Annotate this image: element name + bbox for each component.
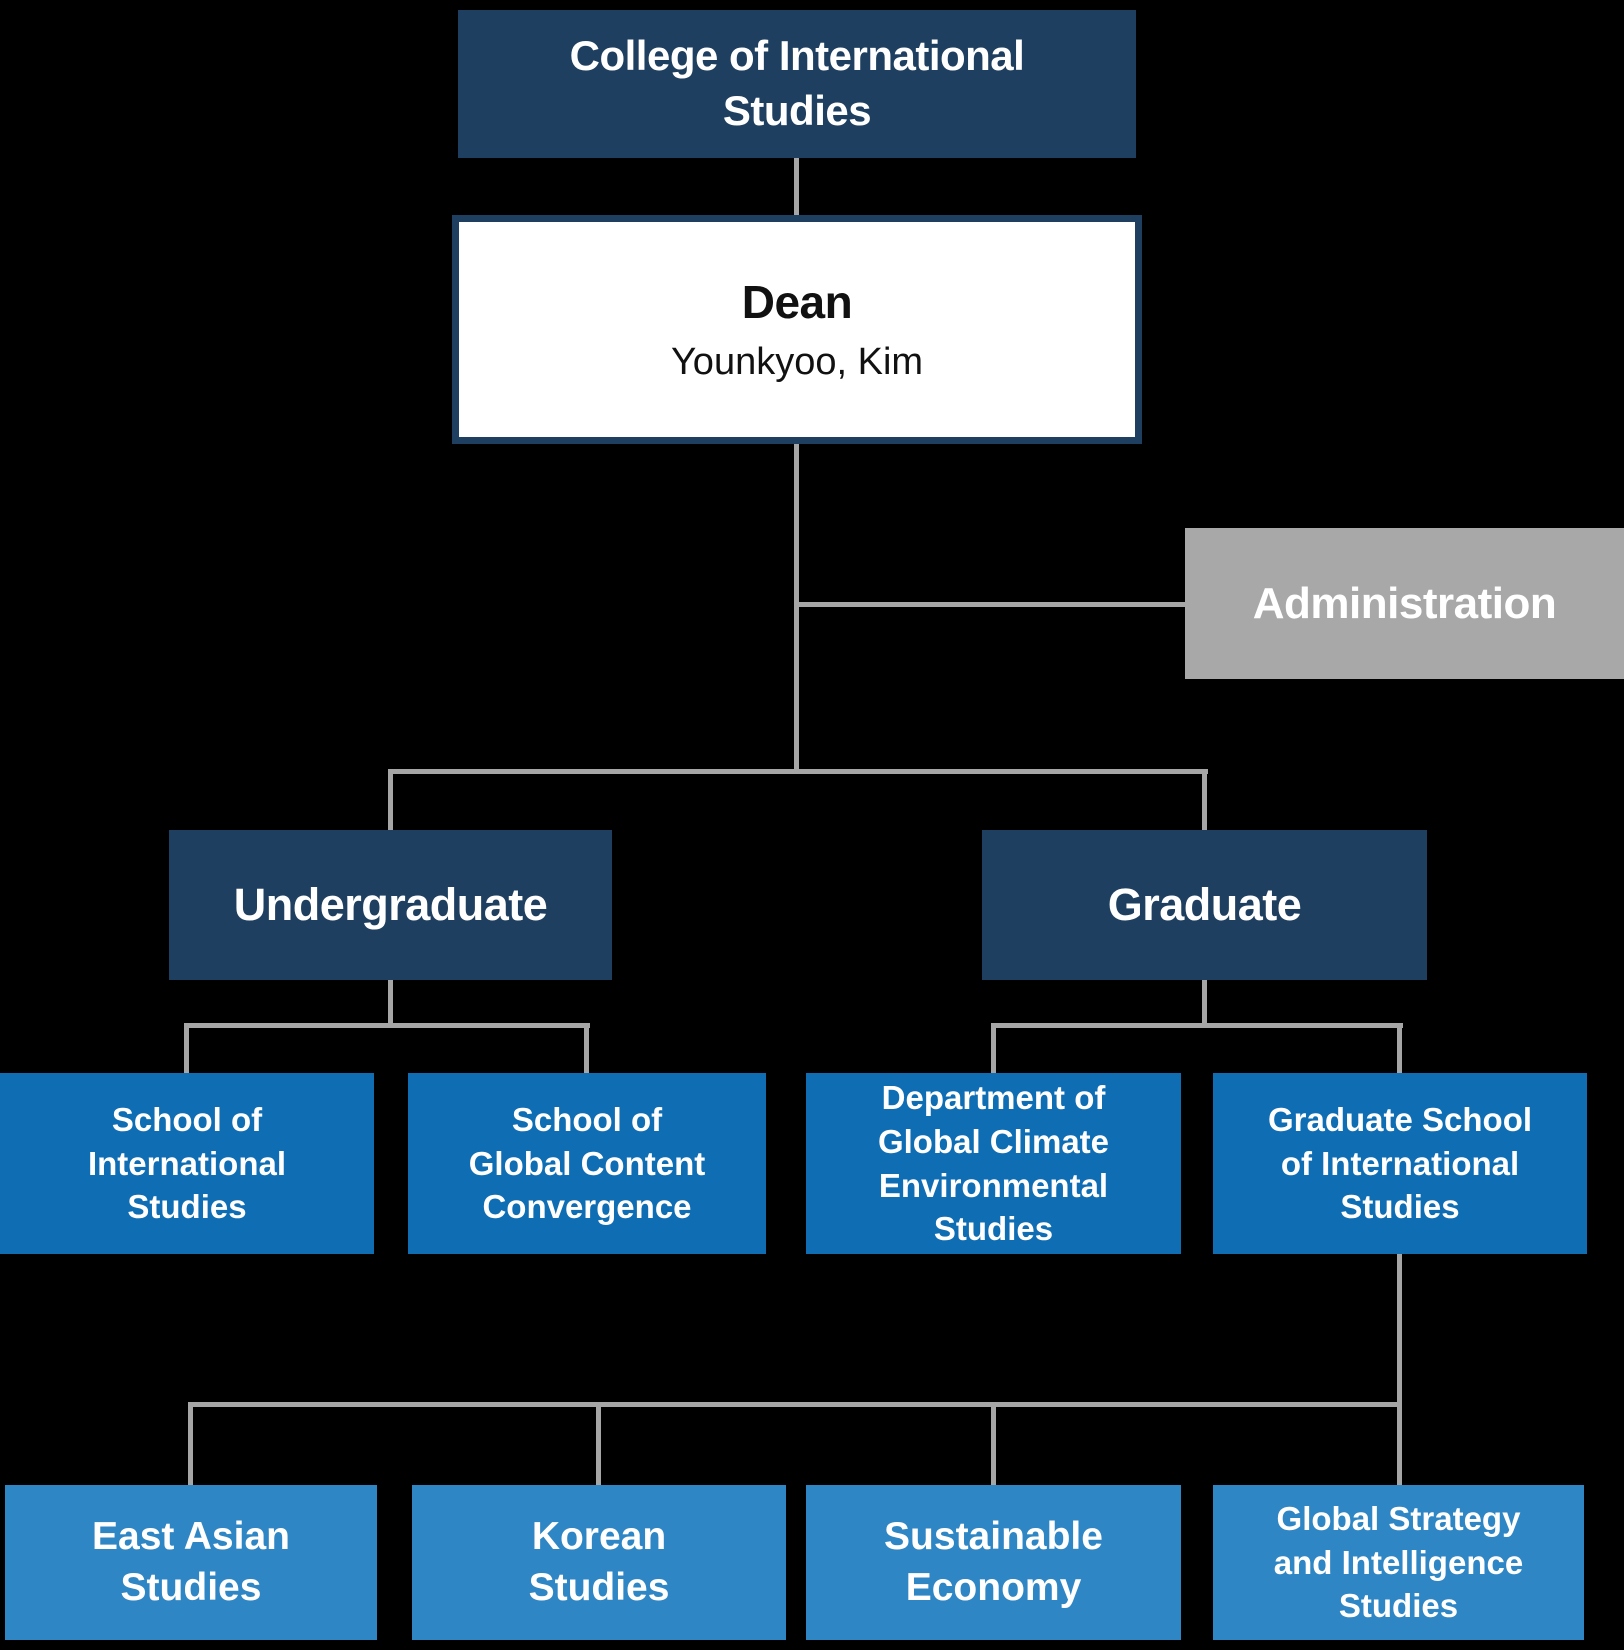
node-graduate-label: Graduate xyxy=(1107,879,1302,930)
node-dean-title: Dean xyxy=(741,276,853,328)
node-administration-label: Administration xyxy=(1252,578,1557,628)
node-graduate-school-international-studies: Graduate School of International Studies xyxy=(1213,1073,1587,1254)
connector-undergraduate-down xyxy=(388,980,393,1028)
node-college: College of International Studies xyxy=(458,10,1136,158)
connector-college-dean xyxy=(794,158,799,215)
connector-stub-undergraduate xyxy=(388,769,393,830)
node-undergraduate: Undergraduate xyxy=(169,830,612,980)
connector-branch-row4 xyxy=(188,1402,1402,1407)
node-korean-studies-label: Korean Studies xyxy=(528,1514,670,1609)
node-dean: Dean Younkyoo, Kim xyxy=(452,215,1142,444)
node-global-strategy-intelligence-studies: Global Strategy and Intelligence Studies xyxy=(1213,1485,1584,1640)
node-dept-global-climate-environmental-studies: Department of Global Climate Environment… xyxy=(806,1073,1181,1254)
connector-dean-branch xyxy=(794,444,799,774)
node-school-international-studies-label: School of International Studies xyxy=(87,1101,287,1226)
node-school-global-content-convergence-label: School of Global Content Convergence xyxy=(468,1101,706,1226)
connector-stub-global-strategy xyxy=(1397,1402,1402,1485)
connector-graduate-school-down xyxy=(1397,1254,1402,1407)
connector-stub-school-international xyxy=(184,1023,189,1073)
connector-dean-administration xyxy=(797,602,1185,607)
node-school-international-studies: School of International Studies xyxy=(0,1073,374,1254)
connector-graduate-down xyxy=(1202,980,1207,1028)
connector-stub-sustainable xyxy=(991,1402,996,1485)
node-east-asian-studies-label: East Asian Studies xyxy=(92,1514,290,1609)
connector-branch-graduate-schools xyxy=(991,1023,1403,1028)
node-dept-global-climate-environmental-studies-label: Department of Global Climate Environment… xyxy=(877,1079,1110,1248)
connector-stub-graduate xyxy=(1202,769,1207,830)
node-global-strategy-intelligence-studies-label: Global Strategy and Intelligence Studies xyxy=(1273,1500,1524,1625)
node-east-asian-studies: East Asian Studies xyxy=(5,1485,377,1640)
node-dean-name: Younkyoo, Kim xyxy=(670,341,924,383)
connector-stub-korean xyxy=(596,1402,601,1485)
node-school-global-content-convergence: School of Global Content Convergence xyxy=(408,1073,766,1254)
node-undergraduate-label: Undergraduate xyxy=(233,879,548,930)
node-sustainable-economy-label: Sustainable Economy xyxy=(884,1514,1103,1609)
connector-stub-dept-global-climate xyxy=(991,1023,996,1073)
node-college-label: College of International Studies xyxy=(569,32,1025,134)
node-administration: Administration xyxy=(1185,528,1624,679)
connector-stub-east-asian xyxy=(188,1402,193,1485)
node-graduate: Graduate xyxy=(982,830,1427,980)
connector-stub-school-global-content xyxy=(584,1023,589,1073)
connector-branch-undergrad-schools xyxy=(184,1023,590,1028)
node-korean-studies: Korean Studies xyxy=(412,1485,786,1640)
node-sustainable-economy: Sustainable Economy xyxy=(806,1485,1181,1640)
connector-stub-graduate-school-intl xyxy=(1397,1023,1402,1073)
connector-branch-row2 xyxy=(390,769,1208,774)
node-graduate-school-international-studies-label: Graduate School of International Studies xyxy=(1267,1101,1533,1226)
